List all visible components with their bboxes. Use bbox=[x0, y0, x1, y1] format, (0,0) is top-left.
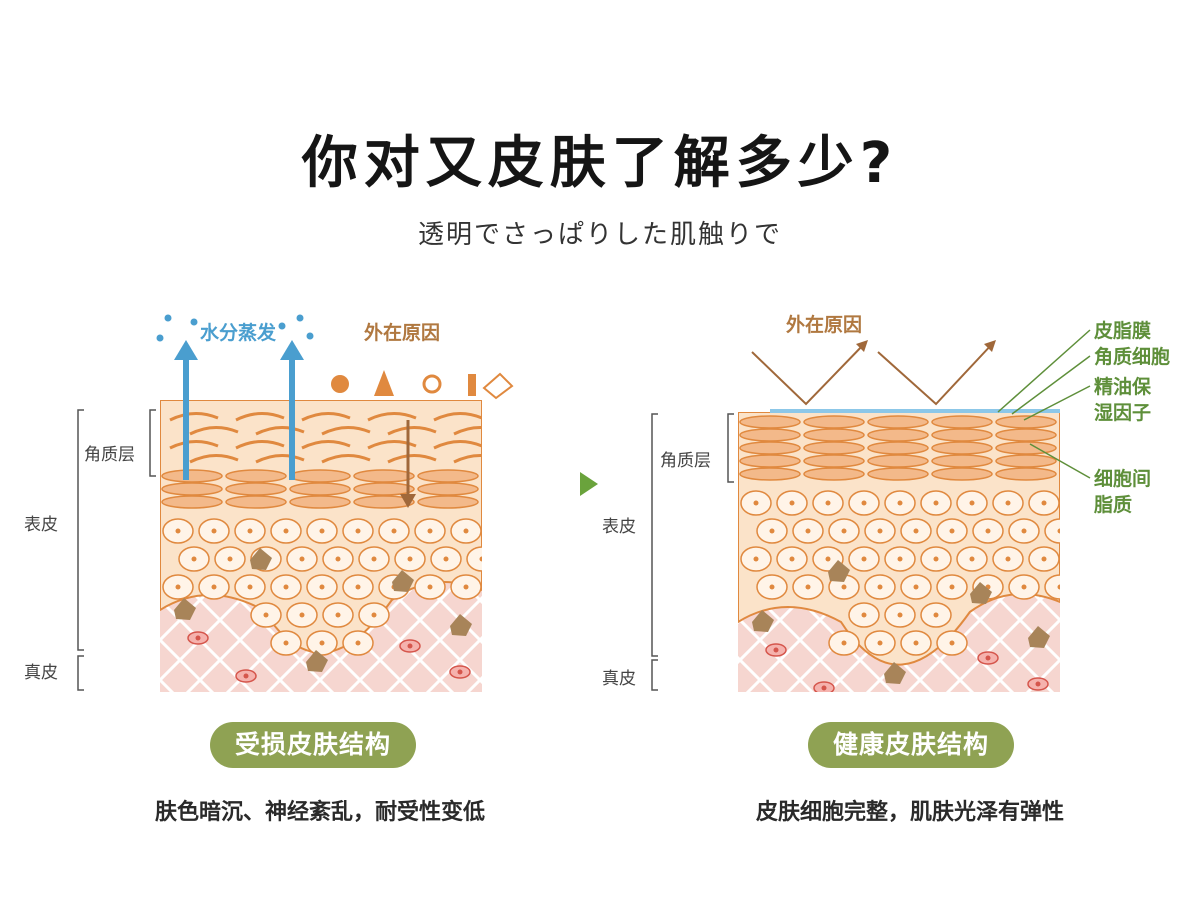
sebum-film-label: 皮脂膜 bbox=[1094, 318, 1151, 344]
dermis-label-right: 真皮 bbox=[602, 664, 636, 689]
intercellular-lipid-label-line1: 细胞间 bbox=[1094, 466, 1151, 492]
nmf-label-line1: 精油保 bbox=[1094, 374, 1151, 400]
corneocyte-label: 角质细胞 bbox=[1094, 344, 1170, 370]
healthy-skin-badge: 健康皮肤结构 bbox=[808, 722, 1014, 768]
epidermis-label-right: 表皮 bbox=[602, 512, 636, 537]
external-causes-label-right: 外在原因 bbox=[786, 310, 862, 337]
intercellular-lipid-label-line2: 脂质 bbox=[1094, 492, 1132, 518]
nmf-label-line2: 湿因子 bbox=[1094, 400, 1151, 426]
healthy-skin-caption: 皮肤细胞完整，肌肤光泽有弹性 bbox=[700, 794, 1120, 826]
stratum-corneum-label-right: 角质层 bbox=[660, 446, 711, 471]
